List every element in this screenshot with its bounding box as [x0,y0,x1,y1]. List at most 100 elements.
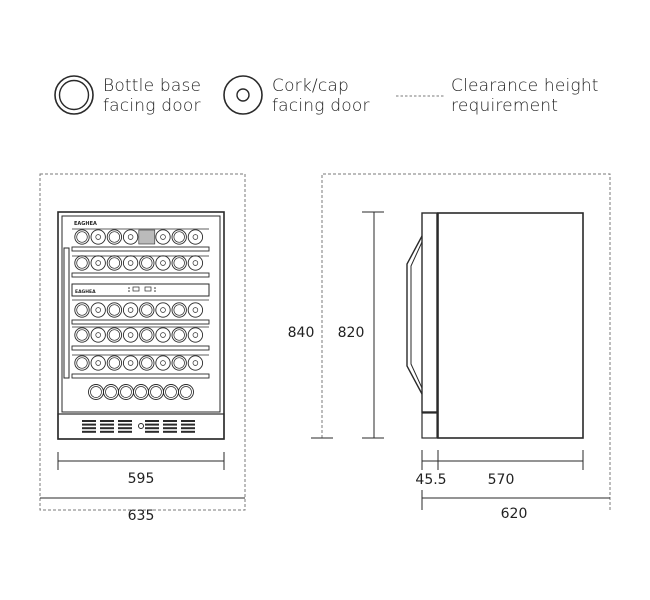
brand-logo-mid: EAGHEA [75,289,96,295]
lock-icon [138,423,144,429]
vent-slot [100,423,114,426]
bottle-base [171,355,187,371]
vent-slot [118,430,132,433]
side-body [437,212,584,439]
bottle-base-inner [165,386,177,398]
vent-slot [145,423,159,426]
vent-slot [163,427,177,430]
bottle-cork-inner [192,307,199,313]
clearance-height-dimension: 840 [288,325,333,439]
bottle-cork [187,327,204,343]
bottle-cork [187,302,204,318]
bottle-base-label: Bottle base facing door [103,76,202,116]
bottle-base-inner [76,357,88,369]
bottle-cork-inner [192,260,199,266]
bottle-cork-inner [160,332,166,338]
front-clearance-outline [39,173,246,511]
vent-slot [145,420,159,422]
side-clearance-outline [321,173,611,510]
bottle-base-inner [76,231,88,243]
display-right-icon [144,286,152,292]
vent-slot [100,430,114,433]
clearance-width-dimension: 635 [40,497,245,524]
height-dimension: 820 [336,211,384,439]
bottle-base-inner [76,304,88,316]
bottle-cork-inner [95,260,101,266]
vent-slot [100,420,114,422]
vent-slot [100,427,114,430]
bottle-base-inner [173,329,185,341]
bottle-base [74,327,90,343]
cork-cap-icon [223,75,263,115]
clearance-width-label: 635 [128,508,155,524]
bottle-base-inner [120,386,132,398]
shelf-rail [71,345,210,351]
vent-slot [163,420,177,422]
width-dimension: 595 [57,452,225,487]
door-glass-frame [61,215,221,413]
vent-slot [82,423,96,426]
bottle-base-icon [54,75,94,115]
bottle-cork-inner [160,234,166,240]
bottle-base-inner [180,386,192,398]
bottle-cork-inner [127,307,134,313]
bottle-cork [187,355,204,371]
body-depth-label: 570 [488,472,515,488]
bottle-base [139,327,155,343]
bottle-base-inner [108,257,121,269]
height-label: 820 [338,325,365,341]
bottle-base-inner [108,231,121,243]
bottle-cork [155,302,171,318]
control-panel: EAGHEA [71,283,210,297]
vent-slot [181,423,195,426]
shelf-rail [71,272,210,278]
vent-slot [118,423,132,426]
bottle-cork [155,229,171,245]
clearance-height-label: 840 [288,325,315,341]
vent-slot [82,420,96,422]
side-kick-plate [421,412,438,439]
front-view: EAGHEA EAGHEA 595 635 [39,173,246,524]
width-label: 595 [128,471,155,487]
depth-dimension: 45.5 570 [415,450,584,488]
vent-slot [163,423,177,426]
shelf-rail [71,319,210,325]
bottle-cork-inner [95,360,101,366]
side-handle [406,235,423,395]
bottle-cork [90,229,106,245]
bottle-base [139,302,155,318]
bottle-base-inner [105,386,117,398]
bottle-cork-inner [192,360,199,366]
bottle-cork [122,229,139,245]
bottle-base [139,355,155,371]
clearance-depth-label: 620 [501,506,528,522]
bottle-cork [155,355,171,371]
vent-slot [181,420,195,422]
bottle-cork [90,355,106,371]
bottle-base-inner [76,329,88,341]
bottle-base-inner [150,386,162,398]
vent-slot [145,430,159,433]
bottle-cork-inner [127,360,134,366]
wine-shelves [71,228,210,400]
vent-slot [118,427,132,430]
bottle-base-inner [173,257,185,269]
bottle-cork-inner [160,260,166,266]
vent-slot [181,430,195,433]
front-body [57,211,225,440]
bottle-cork-inner [192,234,199,240]
side-door [421,212,438,413]
brand-logo-top: EAGHEA [74,221,97,227]
bottle-base [106,327,123,343]
legend: Bottle base facing door Cork/cap facing … [0,0,650,140]
display-left-icon [132,286,140,292]
bottle-cork [122,327,139,343]
bottle-cork [122,355,139,371]
door-handle [63,247,70,379]
vent-slot [181,427,195,430]
door-depth-label: 45.5 [415,472,446,488]
bottle-cork-inner [95,307,101,313]
bottle-base [178,384,194,400]
bottle-base-inner [173,357,185,369]
bottle-base-inner [108,329,121,341]
